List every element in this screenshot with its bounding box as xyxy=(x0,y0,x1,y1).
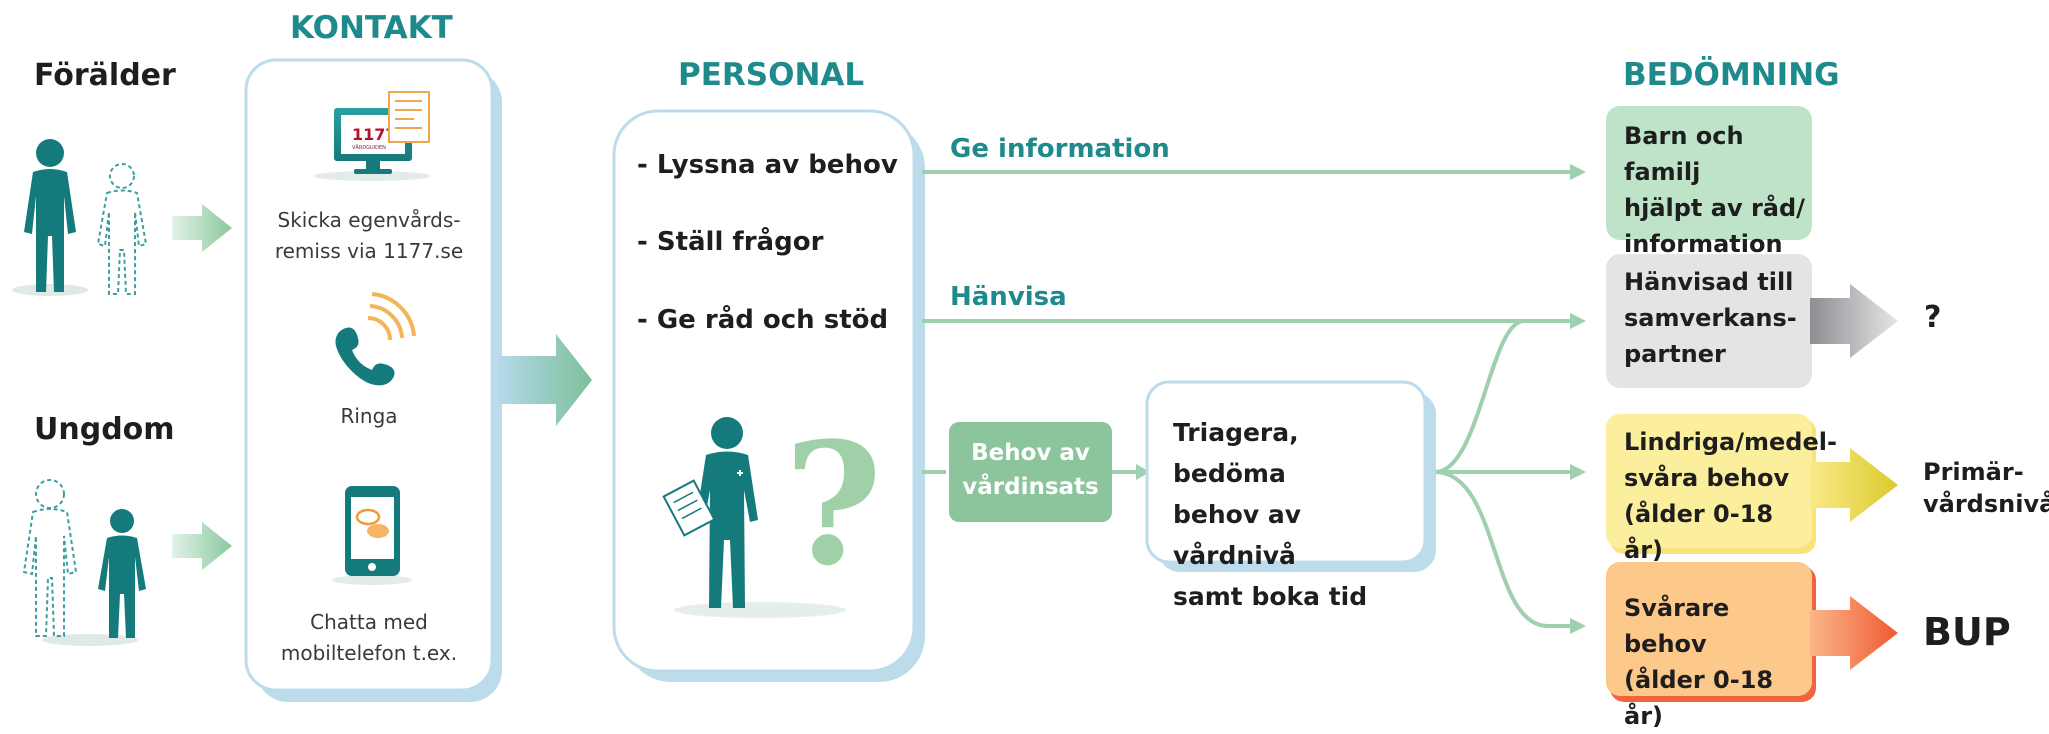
flow-arrowheads xyxy=(1136,164,1586,634)
need-care-badge-text: Behov av vårdinsats xyxy=(949,436,1112,504)
document-icon xyxy=(388,91,430,143)
need-care-line1: Behov av xyxy=(971,440,1090,466)
branch-up-curve xyxy=(1435,319,1525,474)
assessment-text-svarare: Svårare behov (ålder 0-18 år) xyxy=(1624,590,1810,734)
assessment-box-info xyxy=(1606,106,1812,240)
screen-1177-text: 1177 xyxy=(352,125,397,144)
contact-to-staff-arrow xyxy=(498,334,592,426)
assessment-refer-line3: partner xyxy=(1624,340,1726,368)
clipboard-icon xyxy=(662,479,716,537)
caption-chatta: Chatta med mobiltelefon t.ex. xyxy=(262,607,476,669)
triage-box xyxy=(1145,380,1436,572)
adult-figure-icon xyxy=(24,139,76,292)
svarare-arrowhead xyxy=(1570,618,1586,634)
flow-lines xyxy=(922,170,1572,628)
lindriga-arrowhead xyxy=(1570,464,1586,480)
youth-figures xyxy=(22,479,146,646)
triage-text: Triagera, bedöma behov av vårdnivå samt … xyxy=(1173,412,1419,617)
staff-step-3: - Ge råd och stöd xyxy=(637,305,889,335)
screen-vardguiden-text: VÅRDGUIDEN xyxy=(352,144,386,151)
assessment-info-line2: hjälpt av råd/ xyxy=(1624,194,1805,222)
triage-line2: behov av vårdnivå xyxy=(1173,500,1301,570)
outcome-primar-line1: Primär- xyxy=(1923,458,2024,486)
caption-chatta-line2: mobiltelefon t.ex. xyxy=(280,641,458,665)
flow-diagram: 1177 VÅRDGUIDEN xyxy=(12,58,1898,702)
primary-outcome-arrow xyxy=(1810,448,1898,522)
outcome-unknown: ? xyxy=(1924,300,1942,335)
triage-line3: samt boka tid xyxy=(1173,582,1368,611)
flow-label-info: Ge information xyxy=(950,134,1170,164)
outcome-primar-line2: vårdsnivå xyxy=(1923,490,2049,518)
computer-1177-icon: 1177 VÅRDGUIDEN xyxy=(314,91,430,181)
parent-arrow xyxy=(172,204,232,252)
triage-line1: Triagera, bedöma xyxy=(1173,418,1299,488)
label-foralder: Förälder xyxy=(34,58,176,93)
header-bedomning: BEDÖMNING xyxy=(1623,57,1840,93)
assessment-svarare-line2: (ålder 0-18 år) xyxy=(1624,666,1774,730)
caption-chatta-line1: Chatta med xyxy=(310,610,428,634)
caption-1177: Skicka egenvårds- remiss via 1177.se xyxy=(262,205,476,267)
assessment-lindriga-line3: (ålder 0-18 år) xyxy=(1624,500,1774,564)
assessment-info-line1: Barn och familj xyxy=(1624,122,1744,186)
caption-ringa: Ringa xyxy=(340,404,398,428)
staff-step-1: - Lyssna av behov xyxy=(637,150,898,180)
outcome-primar: Primär- vårdsnivå xyxy=(1923,456,2049,520)
assessment-box-refer xyxy=(1606,254,1812,388)
big-question-mark: ? xyxy=(784,405,882,603)
staff-step-2: - Ställ frågor xyxy=(637,227,824,257)
phone-ringing-icon xyxy=(335,292,416,386)
assessment-lindriga-line2: svåra behov xyxy=(1624,464,1790,492)
refer-arrowhead xyxy=(1570,313,1586,329)
assessment-refer-line2: samverkans- xyxy=(1624,304,1797,332)
assessment-info-line3: information xyxy=(1624,230,1783,258)
header-personal: PERSONAL xyxy=(678,57,865,93)
refer-outcome-arrow xyxy=(1810,284,1898,358)
assessment-refer-line1: Hänvisad till xyxy=(1624,268,1794,296)
parent-figures xyxy=(12,139,148,296)
outcome-bup: BUP xyxy=(1923,610,2011,654)
info-arrowhead xyxy=(1570,164,1586,180)
youth-figure-icon xyxy=(98,509,146,638)
child-outline-figure-icon xyxy=(96,163,148,295)
assessment-text-refer: Hänvisad till samverkans- partner xyxy=(1624,264,1810,372)
nurse-icon xyxy=(662,417,846,618)
assessment-box-lindriga xyxy=(1606,414,1816,554)
need-arrowhead xyxy=(1136,464,1150,480)
assessment-svarare-line1: Svårare behov xyxy=(1624,594,1730,658)
assessment-boxes xyxy=(1606,106,1816,702)
mobile-chat-icon xyxy=(332,486,412,585)
bup-outcome-arrow xyxy=(1810,596,1898,670)
header-kontakt: KONTAKT xyxy=(290,10,453,46)
assessment-lindriga-line1: Lindriga/medel- xyxy=(1624,428,1837,456)
flow-label-refer: Hänvisa xyxy=(950,282,1067,312)
youth-arrow xyxy=(172,522,232,570)
label-ungdom: Ungdom xyxy=(34,412,175,447)
assessment-text-info: Barn och familj hjälpt av råd/ informati… xyxy=(1624,118,1810,262)
need-care-line2: vårdinsats xyxy=(962,474,1099,500)
assessment-text-lindriga: Lindriga/medel- svåra behov (ålder 0-18 … xyxy=(1624,424,1837,568)
adult-outline-figure-icon xyxy=(22,479,78,637)
branch-down-curve xyxy=(1435,470,1572,628)
need-care-badge xyxy=(949,422,1112,522)
caption-1177-line2: remiss via 1177.se xyxy=(274,239,464,263)
caption-1177-line1: Skicka egenvårds- xyxy=(277,208,461,232)
assessment-box-svarare xyxy=(1606,562,1816,702)
